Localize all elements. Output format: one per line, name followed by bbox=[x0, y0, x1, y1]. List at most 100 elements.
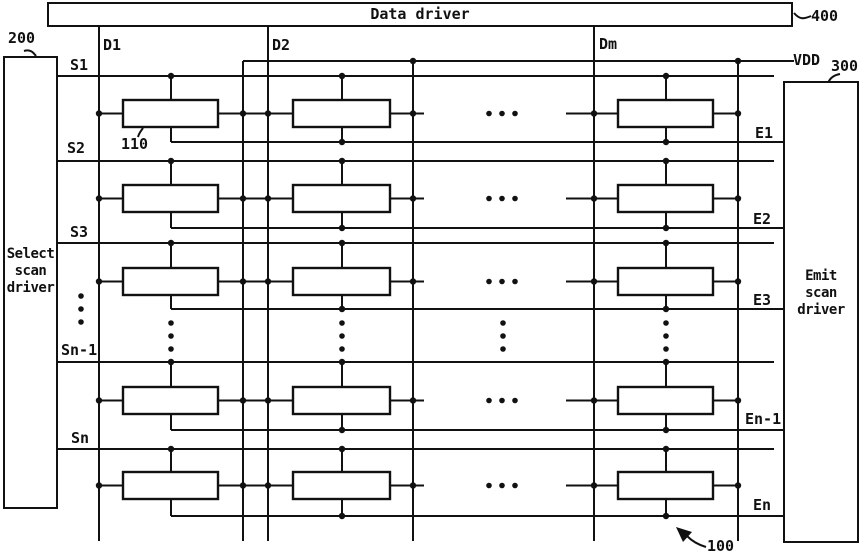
pixel-cell bbox=[121, 183, 220, 214]
panel-pointer-arrow bbox=[676, 527, 707, 548]
junction-dot bbox=[95, 195, 103, 202]
junction-dot bbox=[239, 195, 247, 202]
ellipsis-dot bbox=[512, 482, 518, 489]
junction-dot bbox=[264, 110, 272, 117]
ellipsis-dot bbox=[512, 195, 518, 202]
junction-dot bbox=[338, 157, 346, 165]
junction-dot bbox=[590, 482, 598, 489]
data-driver-label: Data driver bbox=[370, 5, 470, 23]
ref-label-110: 110 bbox=[121, 135, 149, 153]
select-scan-driver-box: Select scan driver bbox=[3, 56, 58, 509]
junction-dot bbox=[167, 239, 175, 247]
data-line-label-dm: Dm bbox=[599, 35, 618, 53]
pixel-cell bbox=[291, 385, 392, 416]
junction-dot bbox=[590, 278, 598, 285]
ref-label-100: 100 bbox=[707, 537, 735, 555]
ellipsis-dot bbox=[168, 320, 174, 326]
junction-dot bbox=[264, 397, 272, 404]
ellipsis-dot bbox=[663, 333, 669, 339]
junction-dot bbox=[239, 110, 247, 117]
junction-dot bbox=[662, 72, 670, 80]
pixel-cell bbox=[121, 98, 220, 129]
pixel-cell bbox=[121, 385, 220, 416]
junction-dot bbox=[409, 110, 417, 117]
junction-dot bbox=[662, 358, 670, 366]
junction-dot bbox=[409, 278, 417, 285]
junction-dot bbox=[409, 397, 417, 404]
ref-leader-200 bbox=[23, 49, 37, 57]
junction-dot bbox=[409, 195, 417, 202]
ellipsis-dot bbox=[512, 397, 518, 404]
ellipsis-dot bbox=[499, 278, 505, 285]
pixel-cell bbox=[616, 385, 715, 416]
junction-dot bbox=[95, 482, 103, 489]
junction-dot bbox=[264, 195, 272, 202]
ellipsis-dot bbox=[168, 333, 174, 339]
select-line-label-s3: S3 bbox=[70, 223, 89, 241]
pixel-cell bbox=[616, 98, 715, 129]
data-line-label-d2: D2 bbox=[272, 36, 291, 54]
junction-dot bbox=[590, 110, 598, 117]
junction-dot bbox=[734, 57, 742, 65]
ref-leader-110 bbox=[137, 127, 144, 138]
emit-line-label-en1: En-1 bbox=[745, 410, 782, 428]
junction-dot bbox=[734, 397, 742, 404]
pixel-cell bbox=[616, 470, 715, 501]
junction-dot bbox=[662, 305, 670, 313]
data-line-label-d1: D1 bbox=[103, 36, 122, 54]
junction-dot bbox=[167, 358, 175, 366]
junction-dot bbox=[590, 397, 598, 404]
junction-dot bbox=[167, 157, 175, 165]
ref-label-200: 200 bbox=[8, 29, 36, 47]
junction-dot bbox=[338, 426, 346, 434]
junction-dot bbox=[409, 57, 417, 65]
ref-label-400: 400 bbox=[811, 7, 839, 25]
junction-dot bbox=[239, 397, 247, 404]
junction-dot bbox=[734, 278, 742, 285]
junction-dot bbox=[662, 224, 670, 232]
ellipsis-dot bbox=[499, 195, 505, 202]
emit-line-label-en: En bbox=[753, 496, 772, 514]
junction-dot bbox=[338, 305, 346, 313]
emit-line-label-e1: E1 bbox=[755, 124, 774, 142]
emit-scan-driver-label: Emit scan driver bbox=[797, 267, 845, 318]
pixel-cell bbox=[121, 266, 220, 297]
ellipsis-dot bbox=[168, 346, 174, 352]
ellipsis-dot bbox=[500, 320, 506, 326]
select-scan-driver-label: Select scan driver bbox=[6, 246, 55, 296]
pixel-cell bbox=[291, 470, 392, 501]
ellipsis-dot bbox=[339, 320, 345, 326]
ellipsis-dot bbox=[486, 397, 492, 404]
select-line-label-sn: Sn bbox=[71, 429, 90, 447]
ellipsis-dot bbox=[663, 320, 669, 326]
junction-dot bbox=[662, 239, 670, 247]
junction-dot bbox=[662, 157, 670, 165]
junction-dot bbox=[338, 445, 346, 453]
junction-dot bbox=[338, 138, 346, 146]
junction-dot bbox=[95, 110, 103, 117]
ellipsis-dot bbox=[486, 110, 492, 117]
pixel-cell bbox=[121, 470, 220, 501]
emit-line-label-e2: E2 bbox=[753, 210, 772, 228]
select-line-label-sn1: Sn-1 bbox=[61, 341, 98, 359]
junction-dot bbox=[95, 397, 103, 404]
ellipsis-dot bbox=[78, 319, 84, 325]
junction-dot bbox=[264, 278, 272, 285]
junction-dot bbox=[409, 482, 417, 489]
junction-dot bbox=[167, 445, 175, 453]
ref-label-300: 300 bbox=[831, 57, 859, 75]
junction-dot bbox=[734, 195, 742, 202]
ellipsis-dot bbox=[499, 482, 505, 489]
wire-grid bbox=[57, 27, 794, 541]
junction-dot bbox=[95, 278, 103, 285]
ellipsis-dot bbox=[500, 346, 506, 352]
ellipsis-dot bbox=[499, 110, 505, 117]
junction-dot bbox=[239, 482, 247, 489]
junction-dot bbox=[590, 195, 598, 202]
junction-dot bbox=[338, 224, 346, 232]
emit-scan-driver-box: Emit scan driver bbox=[783, 81, 859, 543]
pixel-cell bbox=[291, 98, 392, 129]
pixel-cell bbox=[291, 266, 392, 297]
select-line-label-s1: S1 bbox=[70, 56, 89, 74]
